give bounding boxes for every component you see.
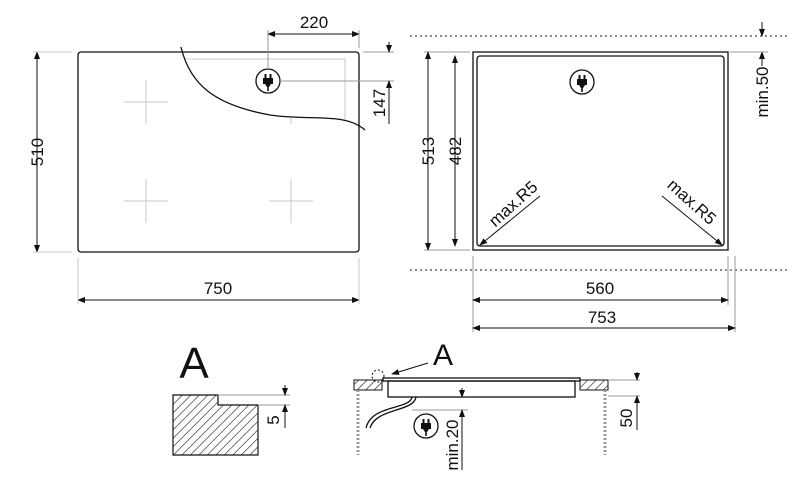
hob-outline — [77, 51, 360, 253]
dim-plug-220: 220 — [300, 13, 328, 32]
side-detail-label: A — [433, 339, 453, 372]
plug-icon — [413, 413, 439, 439]
detail-a: A 5 — [172, 339, 290, 456]
burner-marks — [124, 80, 313, 223]
dim-plug-147: 147 — [370, 89, 389, 117]
hob-top-view: 510 750 220 147 — [28, 13, 394, 304]
plug-icon — [569, 69, 595, 95]
cutaway-curve — [180, 46, 366, 131]
dim-560: 560 — [586, 279, 614, 298]
detail-label: A — [179, 339, 209, 388]
dim-min20: min.20 — [443, 419, 462, 470]
plug-icon — [255, 68, 281, 94]
cutout-view: 513 482 min.50 max.R5 max.R5 560 753 — [410, 22, 790, 332]
dim-min50: min.50 — [753, 66, 772, 117]
dim-513: 513 — [419, 137, 438, 165]
side-view: A min.20 50 — [353, 339, 640, 471]
radius-left: max.R5 — [485, 177, 541, 230]
dim-50: 50 — [617, 409, 636, 428]
dim-width-750: 750 — [204, 279, 232, 298]
dim-753: 753 — [588, 308, 616, 327]
dim-depth-510: 510 — [28, 138, 47, 166]
dim-5: 5 — [264, 415, 283, 424]
dim-482: 482 — [446, 137, 465, 165]
